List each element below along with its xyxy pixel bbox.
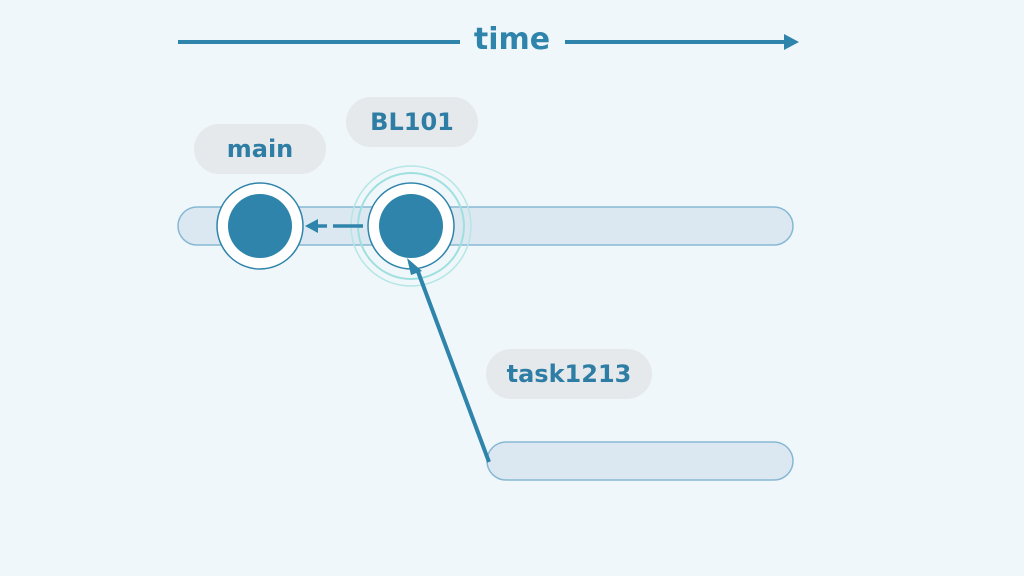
time-label: time — [473, 22, 551, 57]
task-branch-bar — [486, 441, 794, 481]
task-merge-line — [415, 268, 491, 463]
bl101-node — [379, 194, 443, 258]
merge-arrow-icon — [305, 219, 318, 233]
bl101-branch-label: BL101 — [346, 97, 478, 147]
task-branch-label: task1213 — [486, 349, 652, 399]
main-branch-label: main — [194, 124, 326, 174]
time-arrow-icon — [784, 34, 799, 50]
main-branch-bar — [177, 206, 794, 246]
task-merge-arrow-icon — [407, 258, 422, 275]
main-node — [228, 194, 292, 258]
